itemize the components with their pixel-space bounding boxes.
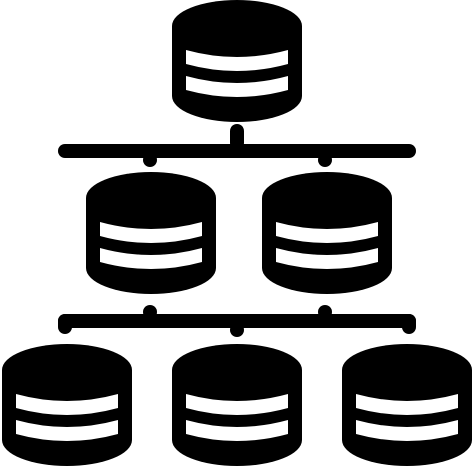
database-middle-left-icon [86,172,216,294]
database-bottom-left-icon [2,344,132,466]
connector-line-lower [58,305,416,337]
database-middle-right-icon [262,172,392,294]
database-bottom-right-icon [342,344,472,466]
database-top-icon [172,0,302,122]
database-bottom-center-icon [172,344,302,466]
connector-line-upper [58,124,416,167]
